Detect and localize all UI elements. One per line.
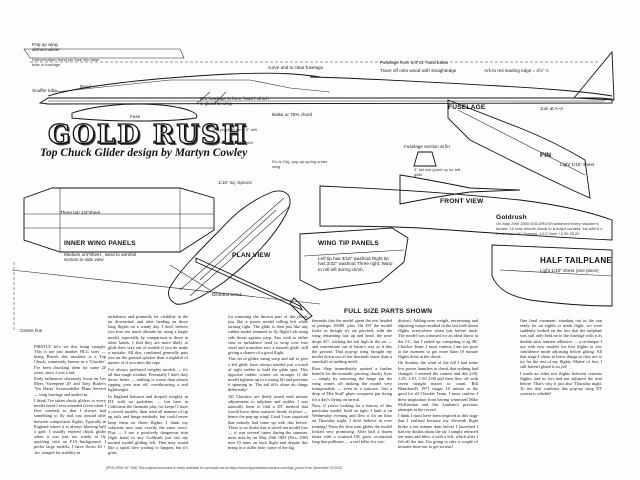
article-column-4: thermals that the model spent the rest h… bbox=[312, 318, 392, 444]
label-wing-tip-heading: WING TIP PANELS bbox=[318, 240, 380, 247]
label-full-size: FULL SIZE PARTS SHOWN bbox=[344, 308, 433, 315]
label-fin-heading: FIN bbox=[540, 152, 552, 159]
label-front-view: FRONT VIEW bbox=[440, 198, 484, 205]
label-tail-desc: Light 1/16" sheet (one piece) bbox=[540, 268, 599, 273]
label-fuse-section: Fuselage section at fin bbox=[404, 144, 450, 149]
wing-root-profile bbox=[71, 103, 198, 122]
fuselage-side-outline bbox=[38, 97, 613, 105]
label-centre-line: Centre line bbox=[20, 328, 43, 333]
label-fuselage-heading: FUSELAGE bbox=[448, 104, 486, 111]
label-join: Join at A–A bbox=[540, 106, 564, 111]
plan-view-wing bbox=[168, 190, 291, 305]
label-half-tailplane: HALF TAILPLANE bbox=[540, 256, 613, 265]
snuffer-tube-outline bbox=[23, 48, 185, 59]
footer-note: (PEN 2999/ 16° 256) This original docume… bbox=[106, 466, 342, 470]
fuselage-section-drawing bbox=[413, 151, 437, 167]
article-column-6: One final comment: standing out in the s… bbox=[520, 318, 602, 397]
label-plan-view: PLAN VIEW bbox=[232, 252, 271, 259]
label-snuffer-tube: Snuffer tube bbox=[32, 88, 57, 93]
label-fin-ply: Fin is 24g. pop-up spring under wing bbox=[272, 159, 328, 169]
label-band: Band bbox=[80, 84, 91, 89]
plan-subtitle: Top Chuck Glider design by Martyn Cowley bbox=[40, 147, 248, 159]
label-inner-wing-heading: INNER WING PANELS bbox=[64, 240, 136, 247]
plan-view-fuselage bbox=[195, 257, 303, 311]
half-tailplane-outline bbox=[491, 244, 613, 307]
fuselage-lower-profile bbox=[319, 185, 613, 241]
article-column-3: for trimming the thrown part of the clim… bbox=[228, 314, 308, 451]
label-dethermaliser-band: Dethermaliser band pin fuse into base tu… bbox=[32, 57, 100, 67]
article-column-5: distinct. Adding nose weight, retrimming… bbox=[398, 318, 478, 450]
label-goldrush-title: Goldrush bbox=[496, 214, 527, 221]
inner-wing-panel bbox=[23, 187, 215, 253]
label-fin-slot: 3" fail slot (point up for left-glide bbox=[414, 167, 462, 177]
fuselage-rear bbox=[309, 76, 613, 97]
label-dihedral: Dihedral break bbox=[212, 292, 242, 297]
label-wing-tip-desc: Left tip has 3/16" washout Right tip has… bbox=[318, 256, 393, 272]
article-column-1: FIRSTLY let's set this thing straight. T… bbox=[34, 344, 106, 455]
label-glue: glue to wing and 'hatch' bbox=[212, 140, 254, 145]
wing-tip-panel bbox=[299, 227, 409, 291]
label-cut-fuselage: Cut fuselage to form 'hatch' which is gl… bbox=[200, 96, 269, 107]
label-trace: Trace off onto wood with straightedge bbox=[380, 68, 457, 73]
label-goldrush-desc: On May 29th 1983 GOLDRUSH achieved every… bbox=[496, 221, 603, 236]
fin-outline bbox=[447, 99, 591, 199]
label-sixteenth-spruce: 1/16" sq. Spruce bbox=[218, 180, 252, 185]
label-fuselage-balsa: Fuselage from 1/4"x1" hard balsa bbox=[380, 60, 448, 65]
label-fin-balsa: Light 1/16" sheet bbox=[560, 162, 595, 167]
label-inner-wing-desc: Medium 1/4"sheet , sand to aerofoil sect… bbox=[64, 252, 137, 263]
plan-title: GOLD RUSH bbox=[47, 119, 249, 150]
label-fuse: Fuse bbox=[130, 114, 141, 119]
article-column-2: turbulence and primarily for visibility … bbox=[108, 314, 188, 456]
front-view-drawing bbox=[399, 174, 521, 205]
label-popup-wing: Pop-up wing dethermaliser bbox=[32, 42, 60, 53]
label-curve: curve and to clear fuselage bbox=[268, 65, 324, 70]
label-pivot-arms: 1/4" ply pivot arms 2" drill bbox=[212, 127, 257, 132]
label-ark: Ark to reti leading edge = 2½° A bbox=[484, 68, 549, 73]
label-balsa: Balsa or 75% chord bbox=[272, 112, 313, 117]
label-three-tab: Three tab 1/4"sheet bbox=[60, 210, 101, 215]
